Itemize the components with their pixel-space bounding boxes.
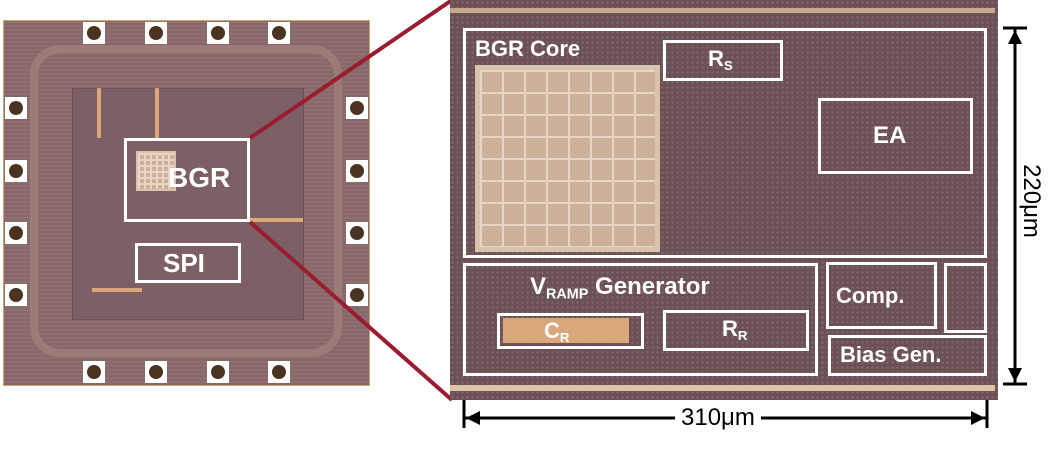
bias-generator-box [828, 335, 987, 376]
bond-pad [346, 160, 368, 182]
vramp-label: VRAMP Generator [530, 273, 710, 302]
bond-pad [83, 22, 105, 44]
bond-pad [5, 284, 27, 306]
cr-box [497, 313, 644, 349]
comparator-box [826, 262, 937, 329]
metal-trace [97, 88, 101, 138]
bgr-core-label: BGR Core [475, 36, 581, 61]
connector-line-top [248, 0, 454, 140]
seal-ring [30, 45, 342, 357]
ea-box [818, 98, 973, 174]
bond-pad [268, 361, 290, 383]
bond-pad [346, 284, 368, 306]
cr-main: C [544, 318, 560, 343]
cr-capacitor [503, 318, 629, 343]
bond-pad [5, 97, 27, 119]
rs-sub: S [723, 57, 733, 73]
bgr-core-box [463, 28, 987, 258]
bond-pad [268, 22, 290, 44]
vramp-rest: Generator [588, 273, 710, 300]
bond-pad [83, 361, 105, 383]
bgr-capacitor-array [475, 65, 660, 252]
bond-pad [145, 22, 167, 44]
metal-trace [450, 385, 995, 391]
bond-pad [145, 361, 167, 383]
vramp-generator-box [463, 263, 818, 376]
rs-main: R [708, 46, 724, 71]
width-dimension-label: 310μm [675, 404, 761, 432]
bgr-region-box [124, 138, 250, 222]
spi-label: SPI [163, 248, 205, 278]
bias-gen-label: Bias Gen. [840, 342, 942, 367]
vramp-sub: RAMP [546, 286, 589, 303]
aux-box [944, 263, 987, 333]
bond-pad [346, 222, 368, 244]
bond-pad [5, 160, 27, 182]
comp-label: Comp. [836, 283, 905, 308]
bond-pad [346, 97, 368, 119]
bond-pad [207, 361, 229, 383]
metal-trace [450, 8, 995, 13]
spi-region-box [135, 243, 241, 283]
ea-label: EA [873, 122, 907, 149]
cr-sub: R [559, 329, 570, 345]
rr-box [663, 310, 809, 351]
cr-label: CR [544, 318, 569, 345]
metal-trace [250, 218, 303, 222]
height-dimension-label: 220μm [1016, 158, 1045, 244]
rs-box [663, 40, 783, 81]
rr-main: R [722, 316, 738, 341]
metal-trace [155, 88, 159, 138]
bgr-label: BGR [168, 162, 231, 193]
rr-sub: R [737, 327, 748, 343]
connector-line-bottom [248, 220, 454, 402]
bond-pad [5, 222, 27, 244]
vramp-main: V [530, 273, 547, 300]
rr-label: RR [722, 316, 747, 343]
bgr-capacitor-array [136, 151, 176, 191]
metal-trace [92, 288, 142, 292]
rs-label: RS [708, 46, 733, 73]
bond-pad [207, 22, 229, 44]
